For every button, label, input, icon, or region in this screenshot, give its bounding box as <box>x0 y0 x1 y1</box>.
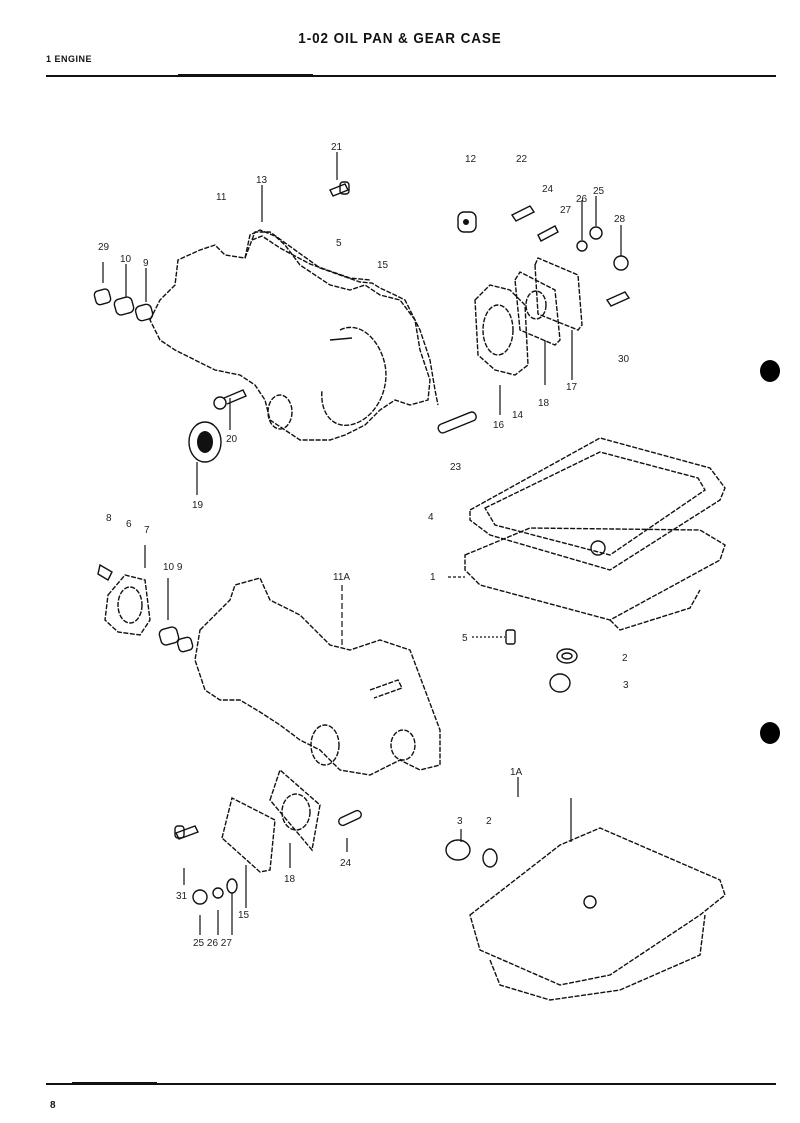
binder-hole-mark <box>760 722 780 744</box>
callout: 18 <box>538 398 550 409</box>
callout: 25 26 27 <box>193 938 232 949</box>
gear-case-upper <box>149 229 439 441</box>
callout-labels: 21 13 11 29 10 9 5 15 12 22 24 27 26 25 … <box>98 142 630 949</box>
drain-bolt-5 <box>505 629 516 645</box>
callout: 16 <box>493 420 505 431</box>
washer-2-lower <box>482 848 498 868</box>
callout: 19 <box>192 500 204 511</box>
bolt-21 <box>329 181 350 197</box>
callout: 17 <box>566 382 578 393</box>
pin-24-lower <box>338 809 362 827</box>
callout: 27 <box>560 205 572 216</box>
callout: 29 <box>98 242 110 253</box>
drain-washer-2 <box>556 648 578 664</box>
callout: 13 <box>256 175 268 186</box>
bolt-31 <box>174 825 199 840</box>
callout: 5 <box>336 238 342 249</box>
oil-seal-19 <box>188 421 222 463</box>
callout: 4 <box>428 512 434 523</box>
footer-rule <box>46 1083 776 1085</box>
drain-plug-3 <box>549 673 571 693</box>
oil-pan-gasket <box>469 437 726 571</box>
callout: 6 <box>126 519 132 530</box>
callout: 26 <box>576 194 588 205</box>
callout: 1 <box>430 572 436 583</box>
callout: 9 <box>143 258 149 269</box>
callout: 22 <box>516 154 528 165</box>
callout: 10 <box>120 254 132 265</box>
leader-lines <box>102 152 622 935</box>
callout: 24 <box>542 184 554 195</box>
pin-23 <box>437 411 477 434</box>
callout: 2 <box>486 816 492 827</box>
callout: 5 <box>462 633 468 644</box>
header-rule <box>46 75 776 77</box>
callout: 30 <box>618 354 630 365</box>
page-number: 8 <box>50 1100 56 1111</box>
bushing-group-upper <box>93 288 154 322</box>
callout: 8 <box>106 513 112 524</box>
callout: 23 <box>450 462 462 473</box>
callout: 15 <box>238 910 250 921</box>
binder-hole-mark <box>760 360 780 382</box>
callout: 31 <box>176 891 188 902</box>
plug-3-lower <box>445 839 471 861</box>
callout: 18 <box>284 874 296 885</box>
gasket-18-lower <box>269 768 321 852</box>
header-rule-accent <box>178 74 313 77</box>
gear-case-lower <box>194 577 441 776</box>
cover-plate-15 <box>221 796 276 873</box>
section-label: 1 ENGINE <box>46 54 93 64</box>
bushing-group-lower <box>158 626 194 653</box>
callout: 10 9 <box>163 562 183 573</box>
callout: 7 <box>144 525 150 536</box>
callout: 2 <box>622 653 628 664</box>
oil-pan-lower <box>469 827 726 1001</box>
callout: 20 <box>226 434 238 445</box>
callout: 1A <box>510 767 523 778</box>
callout: 12 <box>465 154 477 165</box>
callout: 3 <box>457 816 463 827</box>
footer-rule-accent <box>72 1082 157 1085</box>
bolt-30 <box>213 389 247 410</box>
page-title: 1-02 OIL PAN & GEAR CASE <box>298 30 502 47</box>
callout: 15 <box>377 260 389 271</box>
callout: 24 <box>340 858 352 869</box>
nut-washer-set <box>192 878 238 905</box>
callout: 11A <box>333 572 350 583</box>
front-cover-lower <box>97 563 151 636</box>
callout: 14 <box>512 410 524 421</box>
callout: 3 <box>623 680 629 691</box>
callout: 25 <box>593 186 605 197</box>
callout: 28 <box>614 214 626 225</box>
oil-pan-upper <box>464 527 726 631</box>
callout: 21 <box>331 142 343 153</box>
callout: 11 <box>216 192 227 203</box>
cover-plate-assembly-upper <box>457 205 631 376</box>
